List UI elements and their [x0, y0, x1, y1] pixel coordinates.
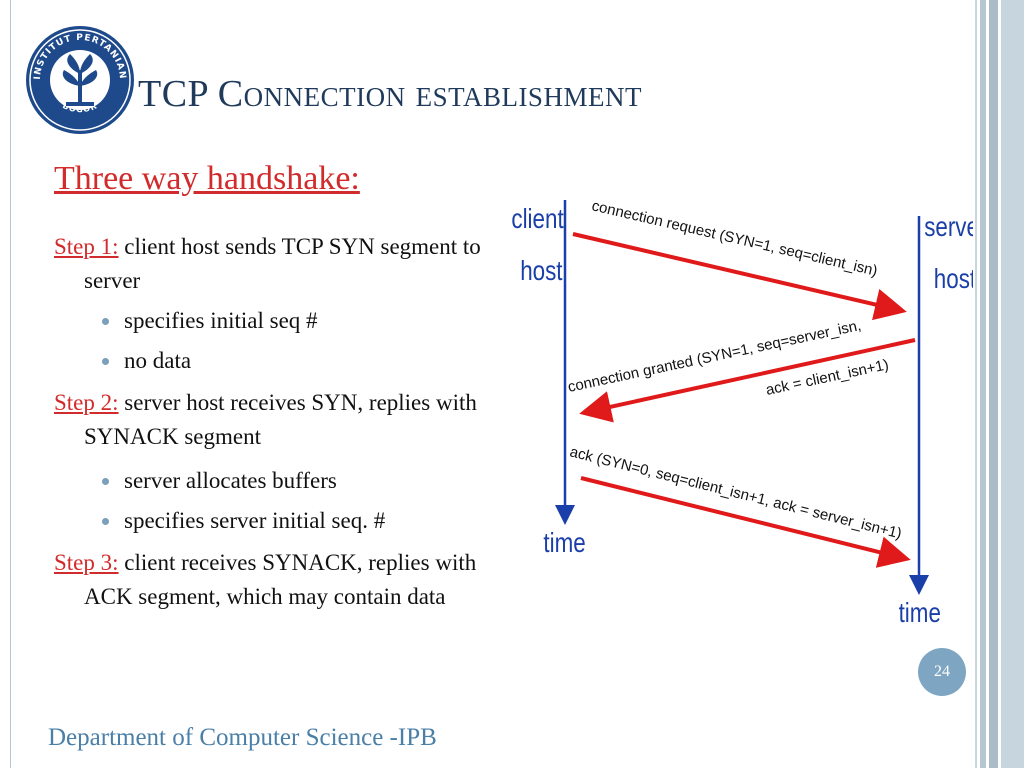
ack-message: ack (SYN=0, seq=client_isn+1, ack = serv…	[568, 443, 903, 542]
step-text: client receives SYNACK, replies with ACK…	[84, 550, 477, 609]
syn-message: connection request (SYN=1, seq=client_is…	[590, 197, 879, 279]
step-text: client host sends TCP SYN segment to ser…	[84, 234, 481, 293]
client-label: client	[511, 204, 563, 235]
steps-list: Step 1: client host sends TCP SYN segmen…	[54, 230, 504, 614]
ack-arrow	[580, 476, 911, 568]
step-label: Step 2:	[54, 390, 119, 415]
syn-arrow	[572, 232, 907, 321]
step-label: Step 3:	[54, 550, 119, 575]
server-time-label: time	[899, 598, 941, 629]
step-label: Step 1:	[54, 234, 119, 259]
step-2: Step 2: server host receives SYN, replie…	[54, 386, 504, 454]
server-label: host	[934, 264, 973, 295]
footer-text: Department of Computer Science -IPB	[48, 724, 437, 751]
page-number-badge: 24	[918, 648, 966, 696]
bullet-item: specifies server initial seq. #	[98, 504, 504, 538]
bullet-item: specifies initial seq #	[98, 304, 504, 338]
step-3: Step 3: client receives SYNACK, replies …	[54, 546, 504, 614]
server-label: server	[924, 212, 973, 243]
step-1: Step 1: client host sends TCP SYN segmen…	[54, 230, 504, 298]
ipb-logo: INSTITUT PERTANIAN BOGOR	[24, 24, 136, 136]
client-label: host	[520, 256, 562, 287]
synack-arrow	[579, 338, 916, 423]
client-time-label: time	[543, 528, 585, 559]
step-2-bullets: server allocates buffers specifies serve…	[54, 464, 504, 538]
synack-message: ack = client_isn+1)	[764, 356, 890, 399]
slide-subtitle: Three way handshake:	[54, 160, 360, 197]
decor-stripe	[1001, 0, 1024, 768]
left-rule	[10, 0, 11, 768]
bullet-item: no data	[98, 344, 504, 378]
decor-stripe	[980, 0, 986, 768]
bullet-item: server allocates buffers	[98, 464, 504, 498]
decor-stripe	[989, 0, 998, 768]
step-text: server host receives SYN, replies with S…	[84, 390, 477, 449]
decor-stripe	[975, 0, 977, 768]
slide-title: TCP Connection establishment	[138, 73, 642, 115]
handshake-diagram: client host server host time time connec…	[505, 190, 973, 640]
step-1-bullets: specifies initial seq # no data	[54, 304, 504, 378]
